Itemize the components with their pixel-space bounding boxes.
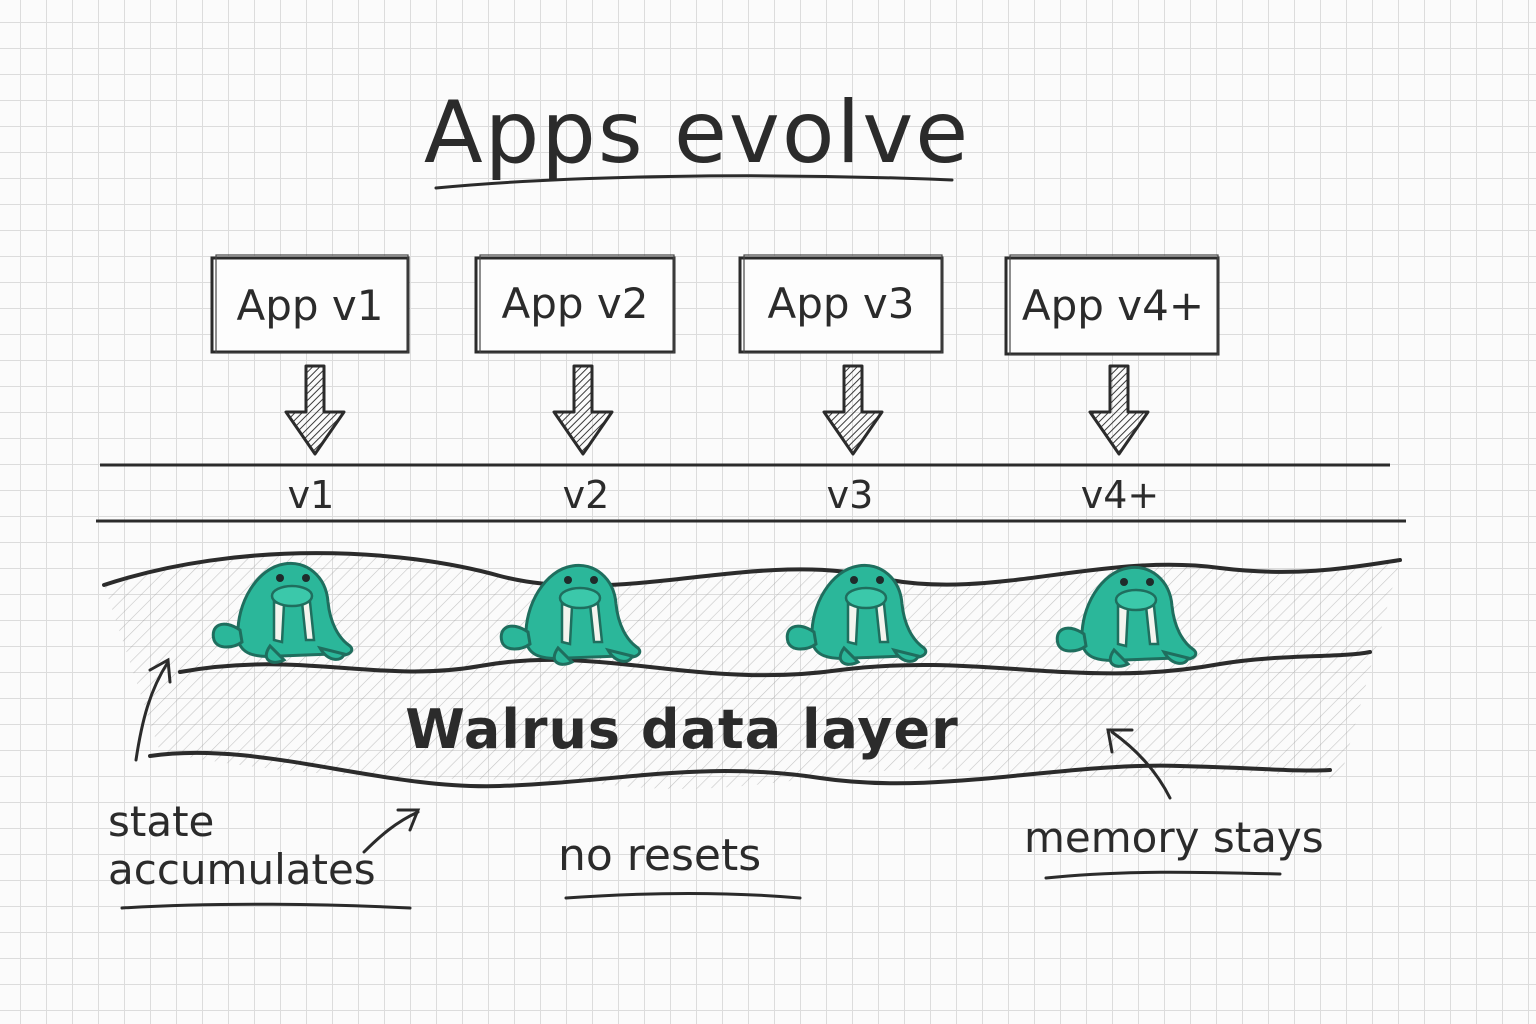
version-label: v4+ <box>1081 473 1160 517</box>
down-arrow-icon <box>824 366 882 454</box>
data-layer-label: Walrus data layer <box>405 698 959 761</box>
app-box-label: App v1 <box>237 281 384 330</box>
accumulates-underline <box>122 904 410 908</box>
app-box-v3: App v3 <box>740 255 942 353</box>
no-resets-underline <box>566 894 800 899</box>
down-arrow-icon <box>286 366 344 454</box>
app-box-v2: App v2 <box>476 255 674 353</box>
version-label: v3 <box>827 473 874 517</box>
app-box-label: App v2 <box>502 279 649 328</box>
app-box-v1: App v1 <box>212 255 408 353</box>
diagram-title: Apps evolve <box>424 83 970 183</box>
annotation-no-resets: no resets <box>558 830 761 881</box>
version-label: v1 <box>288 473 335 517</box>
down-arrow-icon <box>554 366 612 454</box>
down-arrow-icon <box>1090 366 1148 454</box>
memory-stays-underline <box>1046 872 1280 878</box>
app-box-v4: App v4+ <box>1006 255 1218 355</box>
app-box-label: App v4+ <box>1022 281 1204 330</box>
version-label: v2 <box>563 473 610 517</box>
app-box-label: App v3 <box>768 279 915 328</box>
annotation-memory-stays: memory stays <box>1024 813 1324 862</box>
annotation-state: state <box>108 797 214 846</box>
annotation-accumulates: accumulates <box>108 845 376 894</box>
